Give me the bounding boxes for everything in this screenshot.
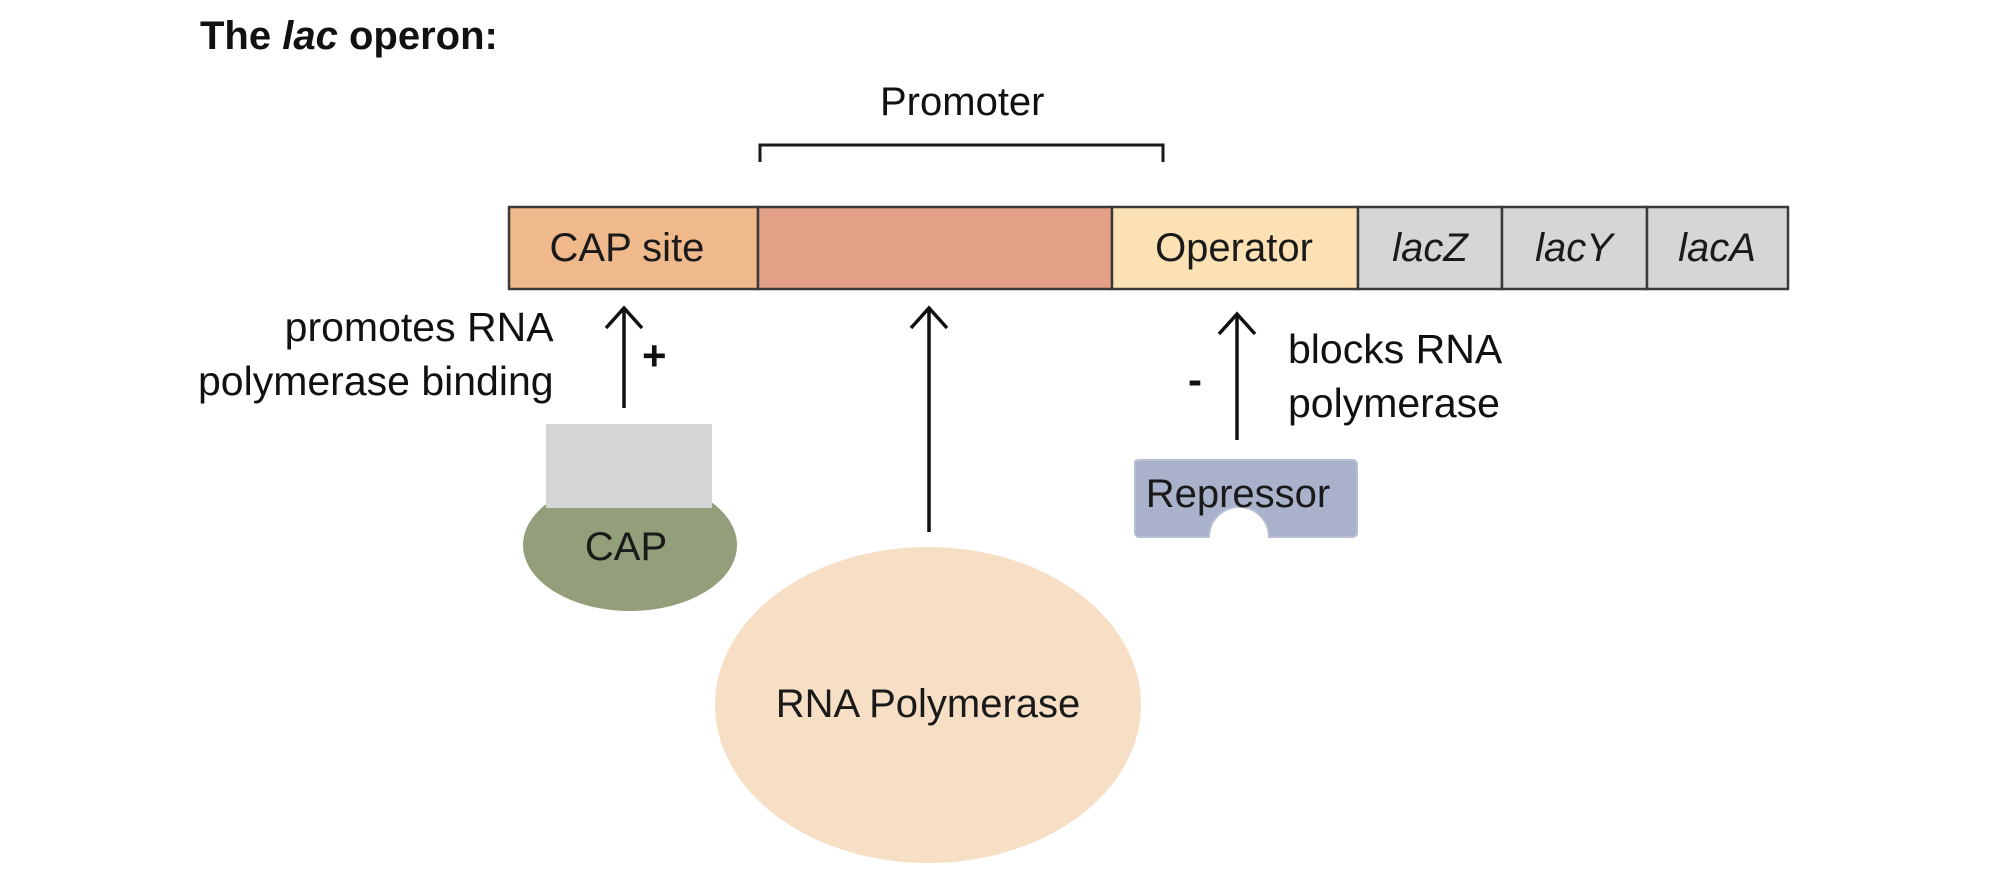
- dna-segment-operator: [1110, 205, 1360, 291]
- positive-effect-sign: +: [642, 332, 667, 379]
- rna-polymerase-label: RNA Polymerase: [776, 682, 1081, 726]
- repressor-effect-text: blocks RNA polymerase: [1288, 322, 1502, 430]
- dna-segment-operator-label: Operator: [1155, 226, 1313, 270]
- promoter-bracket: [758, 143, 1165, 162]
- cap-label: CAP: [585, 525, 667, 569]
- repressor-body: [1134, 459, 1358, 538]
- dna-strip: CAP site Operator lacZ lacY lacA: [507, 205, 1790, 291]
- repressor-label: Repressor: [1146, 472, 1331, 516]
- polymerase-arrow: [909, 305, 949, 532]
- dna-segment-lacy-label: lacY: [1535, 226, 1616, 270]
- cap-body: [523, 479, 737, 611]
- rna-polymerase-body: [715, 547, 1141, 863]
- diagram-title: The lac operon:: [200, 14, 498, 59]
- title-prefix: The: [200, 14, 283, 58]
- cap-bound-block: [546, 424, 712, 508]
- repressor-protein: Repressor: [1134, 459, 1358, 538]
- repressor-effect-line-2: polymerase: [1288, 380, 1500, 426]
- dna-segment-lacz: [1356, 205, 1504, 291]
- rna-polymerase: RNA Polymerase: [715, 547, 1141, 863]
- cap-effect-line-1: promotes RNA: [284, 304, 554, 350]
- repressor-effect-line-1: blocks RNA: [1288, 326, 1503, 372]
- dna-segment-promoter-core: [756, 205, 1114, 291]
- dna-segment-cap-site-label: CAP site: [550, 226, 705, 270]
- repressor-arrow: [1217, 311, 1257, 440]
- title-suffix: operon:: [337, 14, 498, 58]
- dna-segment-lacz-label: lacZ: [1392, 226, 1469, 270]
- cap-protein: CAP: [523, 424, 737, 611]
- title-italic: lac: [282, 14, 338, 58]
- cap-effect-text: promotes RNA polymerase binding: [198, 300, 554, 408]
- promoter-label: Promoter: [880, 80, 1045, 124]
- cap-arrow: [604, 305, 644, 408]
- cap-effect-line-2: polymerase binding: [198, 358, 554, 404]
- dna-segment-laca: [1645, 205, 1790, 291]
- dna-segment-laca-label: lacA: [1678, 226, 1756, 270]
- negative-effect-sign: -: [1188, 356, 1202, 403]
- dna-segment-lacy: [1500, 205, 1649, 291]
